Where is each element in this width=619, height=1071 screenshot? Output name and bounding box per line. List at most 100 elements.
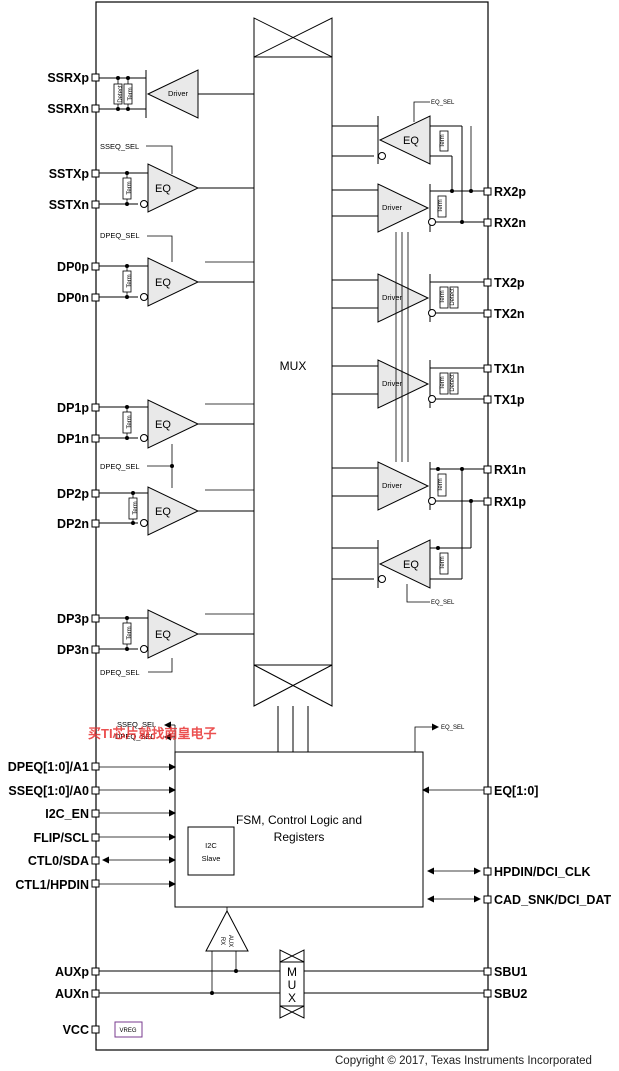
rx2-driver-term-label: Term <box>438 199 444 212</box>
pin-sstxp: SSTXp <box>49 167 90 181</box>
tx1-driver-label: Driver <box>382 379 403 388</box>
ssrx-driver-stage: Detect Term Driver <box>91 69 254 119</box>
pin-auxn: AUXn <box>55 987 89 1001</box>
mux-block: MUX <box>253 17 333 707</box>
fsm-dpeq-sel-label: DPEQ_SEL <box>115 732 155 741</box>
pin-rx2p: RX2p <box>494 185 526 199</box>
aux-sbu-section: AUX RX M U X VREG <box>91 907 492 1038</box>
fsm-label-line1: FSM, Control Logic and <box>236 813 362 827</box>
pin-dp1p: DP1p <box>57 401 89 415</box>
aux-rx-line2: RX <box>219 937 225 945</box>
pin-sbu1: SBU1 <box>494 965 527 979</box>
ssrx-detect-label: Detect <box>118 85 124 103</box>
dp3-term-label: Term <box>127 626 133 639</box>
pin-ctl1-hpdin: CTL1/HPDIN <box>15 878 89 892</box>
rx2-eq-label: EQ <box>403 135 419 147</box>
left-pin-labels: SSRXp SSRXn SSTXp SSTXn DP0p DP0n DP1p D… <box>8 71 90 1037</box>
pin-rx1p: RX1p <box>494 495 526 509</box>
pin-sstxn: SSTXn <box>49 198 89 212</box>
sstx-eq-label: EQ <box>155 183 171 195</box>
rx1-eq-stage: EQ Term EQ_SEL <box>332 469 472 606</box>
dp3-eq-label: EQ <box>155 629 171 641</box>
tx2-detect-label: Detect <box>450 288 456 306</box>
rx2-eq-stage: EQ_SEL EQ Term <box>332 100 463 222</box>
pin-tx1n: TX1n <box>494 362 525 376</box>
ssrx-driver-label: Driver <box>168 89 189 98</box>
driver-bus-lines <box>395 232 409 462</box>
rx1-driver-label: Driver <box>382 481 403 490</box>
right-pin-labels: RX2p RX2n TX2p TX2n TX1n TX1p RX1n RX1p … <box>494 185 612 1001</box>
dp2-term-label: Term <box>133 501 139 514</box>
pin-rx1n: RX1n <box>494 463 526 477</box>
pin-dp2n: DP2n <box>57 517 89 531</box>
dp1-eq-label: EQ <box>155 419 171 431</box>
dp3-eq-stage: Term EQ DPEQ_SEL <box>91 609 254 677</box>
sbu-mux-label-m: M <box>287 965 297 979</box>
tx2-driver-label: Driver <box>382 293 403 302</box>
rx1-driver-term-label: Term <box>438 478 444 491</box>
aux-rx-line1: AUX <box>227 935 233 947</box>
rx1-eq-term-label: Term <box>440 556 446 569</box>
pin-ctl0-sda: CTL0/SDA <box>28 854 89 868</box>
watermark-text: 买TI芯片就找南皇电子 <box>88 726 217 741</box>
fsm-label-line2: Registers <box>274 830 325 844</box>
pin-flip-scl: FLIP/SCL <box>33 831 89 845</box>
dp1-eq-stage: Term EQ <box>91 399 254 449</box>
pin-ssrxn: SSRXn <box>47 102 89 116</box>
dp0-term-label: Term <box>127 274 133 287</box>
tx2-driver-stage: Driver Term Detect <box>332 273 492 323</box>
copyright-notice: Copyright © 2017, Texas Instruments Inco… <box>335 1055 592 1067</box>
rx2-driver-label: Driver <box>382 203 403 212</box>
pin-sbu2: SBU2 <box>494 987 527 1001</box>
sstx-eq-stage: SSEQ_SEL Term EQ <box>91 142 254 213</box>
dp0-dpeq-sel-label: DPEQ_SEL <box>100 231 140 240</box>
i2c-label-line2: Slave <box>202 854 221 863</box>
fsm-eq-sel-label: EQ_SEL <box>441 725 465 731</box>
dp3-dpeq-sel-label: DPEQ_SEL <box>100 668 140 677</box>
pin-rx2n: RX2n <box>494 216 526 230</box>
dp12-dpeq-sel-label: DPEQ_SEL <box>100 462 140 471</box>
pin-dp0p: DP0p <box>57 260 89 274</box>
pin-cad-snk-dci-dat: CAD_SNK/DCI_DAT <box>494 893 612 907</box>
pin-tx1p: TX1p <box>494 393 525 407</box>
vreg-block <box>114 1021 143 1038</box>
vreg-label: VREG <box>119 1028 136 1034</box>
pin-hpdin-dci-clk: HPDIN/DCI_CLK <box>494 865 591 879</box>
tx1-term-label: Term <box>440 376 446 389</box>
sbu-mux-label-x: X <box>288 991 296 1005</box>
dp12-dpeq-sel: DPEQ_SEL <box>100 444 174 488</box>
sbu-mux-label-u: U <box>288 978 297 992</box>
sstx-term-label: Term <box>127 181 133 194</box>
dp0-eq-stage: DPEQ_SEL Term EQ <box>91 231 254 307</box>
pin-tx2p: TX2p <box>494 276 525 290</box>
dp0-eq-label: EQ <box>155 277 171 289</box>
rx2-eq-term-label: Term <box>440 134 446 147</box>
rx2-driver-stage: Driver Term <box>332 126 492 233</box>
pin-dp3p: DP3p <box>57 612 89 626</box>
tx1-detect-label: Detect <box>450 374 456 392</box>
i2c-label-line1: I2C <box>205 841 217 850</box>
ssrx-term-label: Term <box>128 87 134 100</box>
mux-label: MUX <box>280 359 307 373</box>
dp2-eq-stage: Term EQ <box>91 486 254 536</box>
i2c-slave-block <box>187 826 235 876</box>
pin-tx2n: TX2n <box>494 307 525 321</box>
dp1-term-label: Term <box>127 415 133 428</box>
dp2-eq-label: EQ <box>155 506 171 518</box>
tx1-driver-stage: Driver Term Detect <box>332 359 492 409</box>
control-section: FSM, Control Logic and Registers I2C Sla… <box>91 706 492 908</box>
pin-dp0n: DP0n <box>57 291 89 305</box>
pin-dp3n: DP3n <box>57 643 89 657</box>
pin-dp1n: DP1n <box>57 432 89 446</box>
fsm-sseq-sel-label: SSEQ_SEL <box>117 720 156 729</box>
rx1-driver-stage: Driver Term <box>332 461 492 511</box>
rx1-eq-sel-label: EQ_SEL <box>431 600 455 606</box>
pin-eq: EQ[1:0] <box>494 784 538 798</box>
pin-vcc: VCC <box>63 1023 89 1037</box>
tx2-term-label: Term <box>440 290 446 303</box>
pin-i2c-en: I2C_EN <box>45 807 89 821</box>
rx2-eq-sel-label: EQ_SEL <box>431 100 455 106</box>
sstx-sseq-sel-label: SSEQ_SEL <box>100 142 139 151</box>
pin-sseq-a0: SSEQ[1:0]/A0 <box>8 784 89 798</box>
